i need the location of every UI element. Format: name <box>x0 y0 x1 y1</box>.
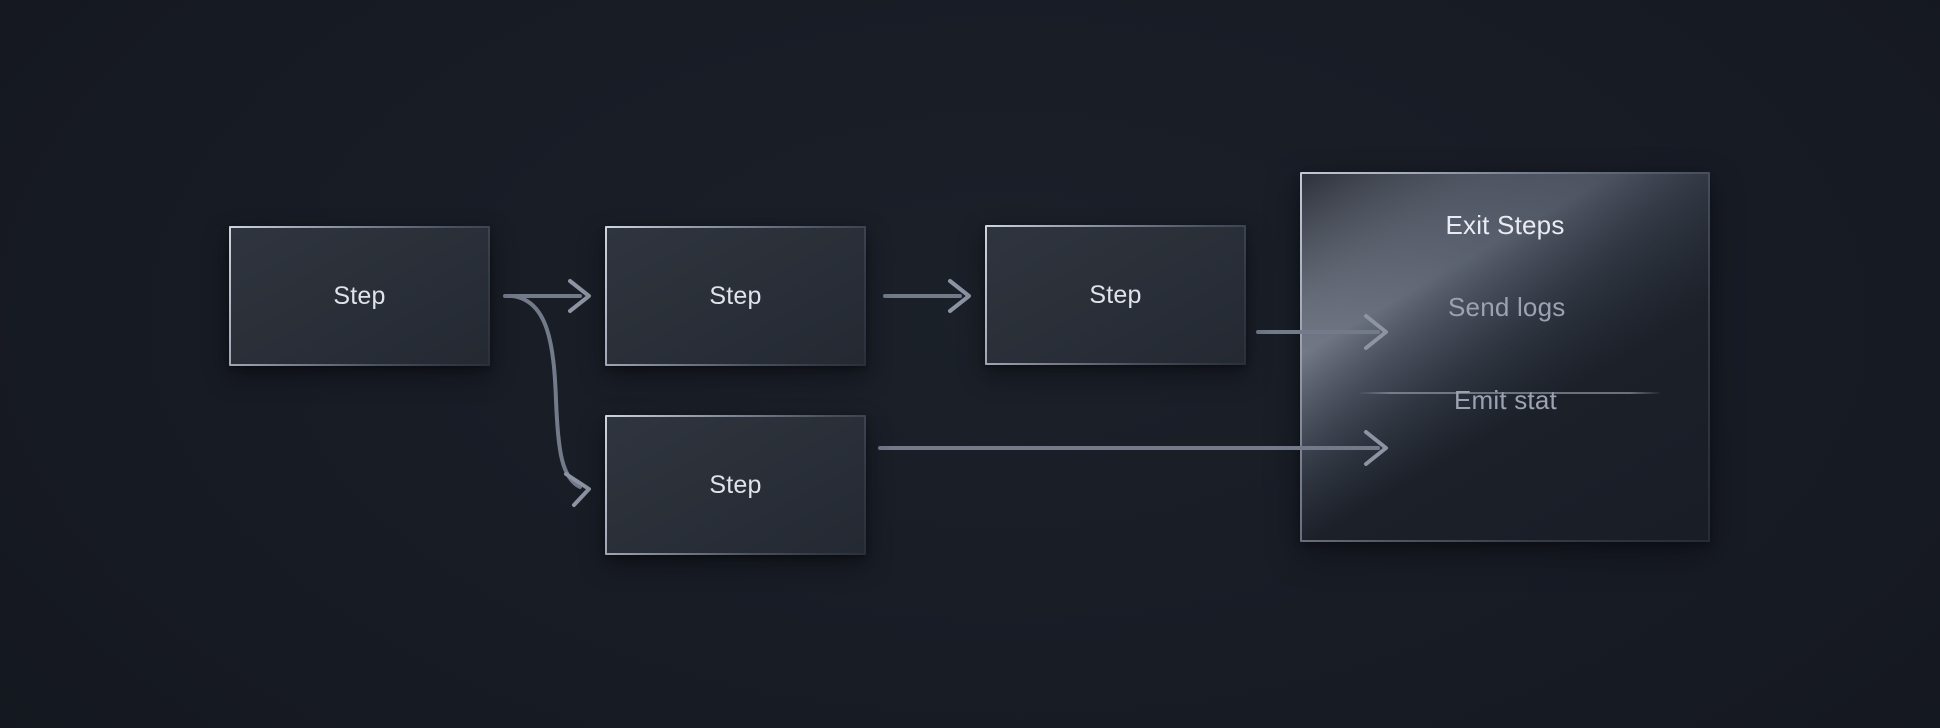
step-node-3-label: Step <box>1089 280 1142 309</box>
exit-steps-title: Exit Steps <box>1445 210 1565 240</box>
edge-step1-step2-arrowhead <box>568 279 591 313</box>
step-node-3-body: Step <box>987 227 1244 363</box>
step-node-4-label: Step <box>709 470 762 499</box>
step-node-4[interactable]: Step <box>605 415 866 555</box>
step-node-1-label: Step <box>333 281 386 310</box>
step-node-4-body: Step <box>607 417 864 553</box>
step-node-1[interactable]: Step <box>229 226 490 366</box>
edge-step1-step4-arrowhead <box>564 472 591 507</box>
exit-step-item-send-logs[interactable]: Send logs <box>1448 292 1566 322</box>
step-node-2[interactable]: Step <box>605 226 866 366</box>
step-node-2-body: Step <box>607 228 864 364</box>
step-node-3[interactable]: Step <box>985 225 1246 365</box>
exit-steps-panel[interactable]: Exit Steps Send logs Emit stat <box>1300 172 1710 542</box>
exit-steps-panel-body: Exit Steps Send logs Emit stat <box>1302 174 1708 540</box>
edge-step1-step4-curve <box>510 294 582 489</box>
step-node-1-body: Step <box>231 228 488 364</box>
exit-step-item-emit-stat[interactable]: Emit stat <box>1454 385 1557 415</box>
step-node-2-label: Step <box>709 281 762 310</box>
exit-steps-divider <box>1360 392 1660 394</box>
edge-step2-step3-arrowhead <box>948 279 971 313</box>
